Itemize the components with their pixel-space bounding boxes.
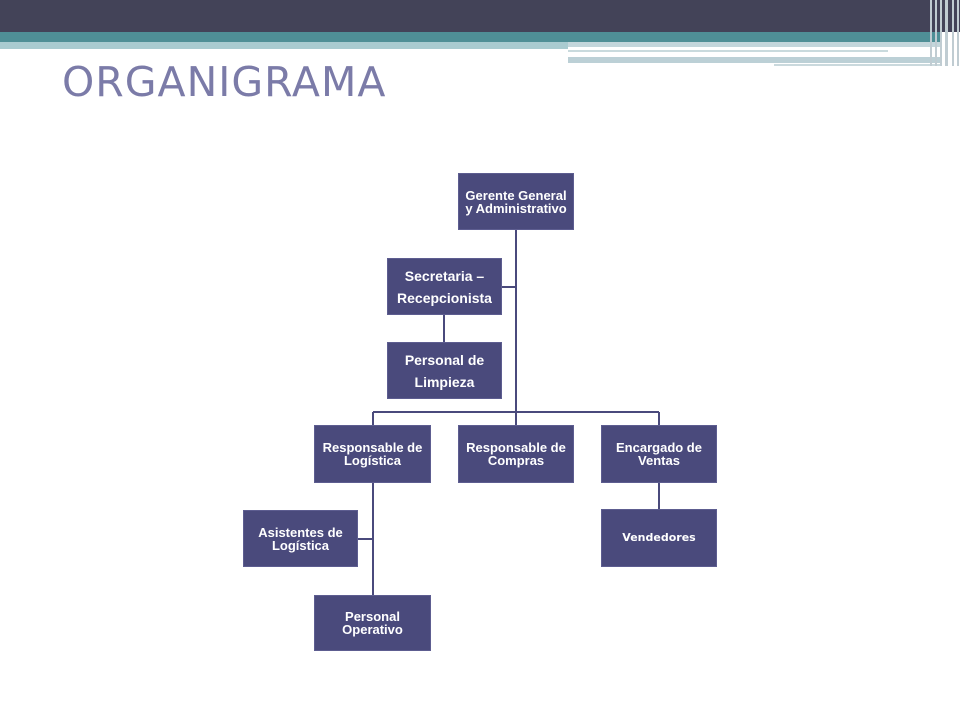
header-corner-stripes — [928, 0, 960, 66]
org-node-gerente: Gerente General y Administrativo — [458, 173, 574, 230]
header-bar — [0, 0, 960, 32]
org-node-limpieza: Personal de Limpieza — [387, 342, 502, 399]
header-light-stripe — [0, 42, 568, 49]
org-node-secretaria-label-line2: Recepcionista — [397, 289, 492, 306]
org-node-ventas-label: Encargado de Ventas — [616, 440, 702, 468]
header-light-stripe — [568, 57, 940, 63]
org-node-ventas: Encargado de Ventas — [601, 425, 717, 483]
org-node-vendedores: Vendedores — [601, 509, 717, 567]
org-node-asistentes-label: Asistentes de Logística — [258, 524, 343, 553]
org-node-compras-label: Responsable de Compras — [466, 440, 566, 468]
header-light-stripe — [774, 64, 940, 66]
org-node-asistentes: Asistentes de Logística — [243, 510, 358, 567]
org-node-logistica: Responsable de Logística — [314, 425, 431, 483]
page-title: ORGANIGRAMA — [62, 58, 387, 106]
org-node-logistica-label: Responsable de Logística — [322, 440, 423, 468]
org-node-operativo-label: Personal Operativo — [342, 609, 403, 637]
org-node-vendedores-label: Vendedores — [622, 531, 696, 544]
header-accent-stripe — [0, 32, 940, 42]
org-node-compras: Responsable de Compras — [458, 425, 574, 483]
org-node-operativo: Personal Operativo — [314, 595, 431, 651]
org-node-limpieza-label-line2: Limpieza — [414, 373, 475, 390]
header-light-stripe — [568, 50, 888, 52]
org-node-secretaria-label-line1: Secretaria – — [404, 267, 485, 284]
org-node-limpieza-label-line1: Personal de — [404, 351, 485, 368]
org-node-secretaria: Secretaria – Recepcionista — [387, 258, 502, 315]
org-node-gerente-label: Gerente General y Administrativo — [465, 187, 567, 216]
header-light-stripe — [568, 42, 940, 47]
